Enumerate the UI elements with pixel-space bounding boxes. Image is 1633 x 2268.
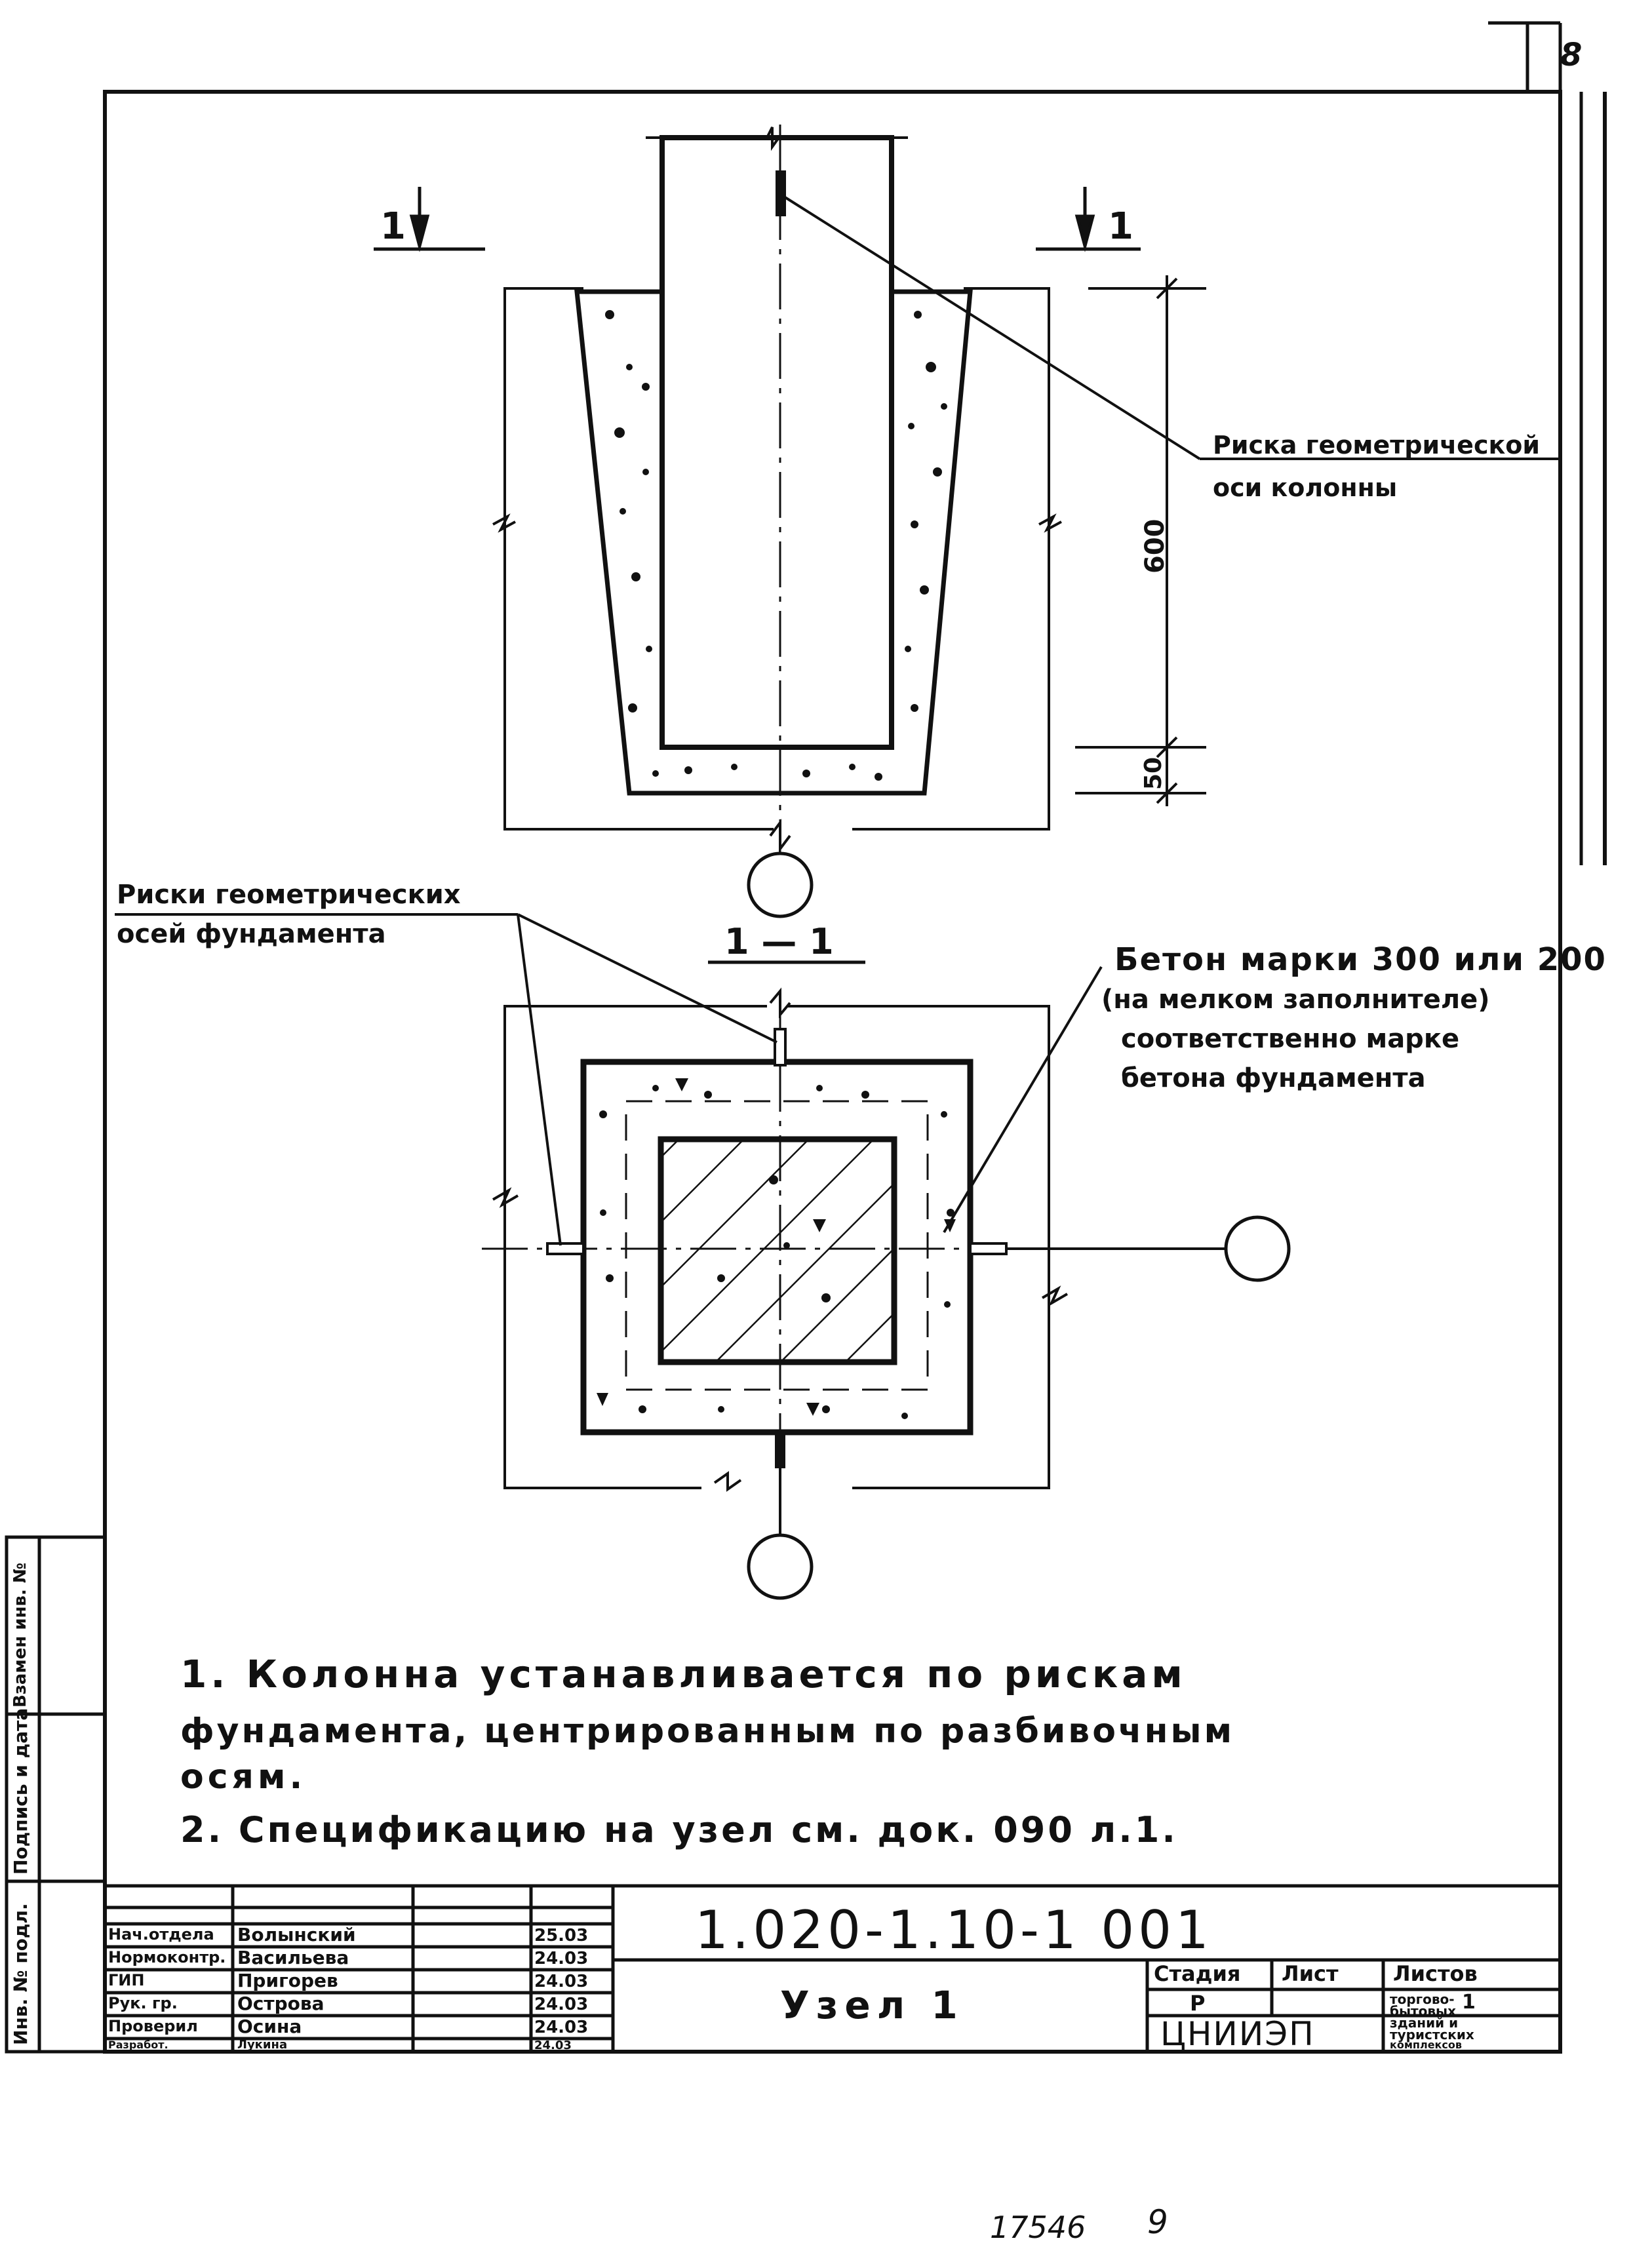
callout-concrete-4: бетона фундамента [1121, 1063, 1426, 1093]
side-stamp-inv: Инв. № подл. [10, 1903, 31, 2045]
staff-name: Васильева [237, 1947, 349, 1968]
staff-name: Пригорев [237, 1970, 338, 1991]
axis-bubble-right [1224, 1215, 1291, 1282]
staff-role: ГИП [108, 1971, 145, 1989]
foundation-outline [492, 287, 1062, 831]
section-mark-right: 1 [1108, 205, 1133, 248]
note-line-1: 1. Колонна устанавливается по рискам [180, 1652, 1187, 1696]
dimension-50: 50 [1140, 756, 1167, 790]
callout-concrete-2: (на мелком заполнителе) [1101, 985, 1490, 1015]
sheet-header: Лист [1282, 1961, 1339, 1986]
callout-foundation-axes-1: Риски геометрических [117, 880, 461, 910]
staff-name: Острова [237, 1993, 325, 2014]
staff-role: Нач.отдела [108, 1925, 214, 1944]
footer-inventory: 17546 [990, 2210, 1086, 2245]
org-desc-4: туристских [1390, 2027, 1474, 2043]
column-section [658, 1136, 897, 1365]
staff-date: 24.03 [534, 2018, 589, 2037]
sheets-value: 1 [1462, 1991, 1476, 2014]
staff-date: 24.03 [534, 1995, 589, 2014]
note-line-2: фундамента, центрированным по разбивочны… [180, 1711, 1235, 1751]
column [659, 135, 894, 750]
section-title: 1 — 1 [724, 921, 834, 962]
staff-date: 24.03 [534, 2039, 572, 2052]
side-stamp [5, 1535, 107, 2054]
title-block-grid [103, 1884, 1562, 2054]
axis-bubble-top [747, 851, 814, 918]
staff-role: Рук. гр. [108, 1994, 178, 2012]
org-desc-2: бытовых [1390, 2003, 1457, 2019]
staff-date: 24.03 [534, 1972, 589, 1991]
callout-concrete-3: соответственно марке [1121, 1024, 1460, 1054]
staff-name: Волынский [237, 1924, 356, 1945]
side-stamp-replace: Взамен инв. № [10, 1562, 30, 1708]
section-marker-right [1036, 187, 1141, 252]
callout-foundation-axes-2: осей фундамента [117, 919, 386, 949]
org-logo: ЦНИИЭП [1160, 2015, 1315, 2053]
axis-mark-top [776, 170, 786, 216]
staff-role: Разработ. [108, 2039, 168, 2051]
section-mark-left: 1 [380, 205, 406, 248]
staff-name: Лукина [237, 2038, 288, 2052]
org-desc-3: зданий и [1390, 2015, 1459, 2031]
footer-page: 9 [1147, 2203, 1168, 2241]
stage-header: Стадия [1154, 1961, 1241, 1986]
stage-value: Р [1190, 1991, 1206, 2016]
note-line-4: 2. Спецификацию на узел см. док. 090 л.1… [180, 1809, 1178, 1850]
staff-name: Осина [237, 2016, 302, 2037]
staff-role: Проверил [108, 2017, 198, 2035]
sheet-number: 8 [1560, 37, 1583, 73]
doc-code: 1.020-1.10-1 001 [695, 1900, 1213, 1961]
note-line-3: осям. [180, 1757, 307, 1797]
node-title: Узел 1 [780, 1983, 964, 2027]
grout-speckles [605, 310, 947, 781]
org-desc-1: торгово- [1390, 1991, 1455, 2007]
dimension-600: 600 [1140, 518, 1170, 574]
callout-column-axis-2: оси колонны [1213, 473, 1398, 502]
sheets-header: Листов [1393, 1961, 1478, 1986]
section-marker-left [374, 187, 485, 252]
dimension-lines [1075, 275, 1206, 806]
staff-role: Нормоконтр. [108, 1948, 226, 1966]
section-plan [115, 913, 1291, 1600]
staff-date: 24.03 [534, 1949, 589, 1968]
socket-elevation [374, 125, 1560, 918]
callout-concrete-1: Бетон марки 300 или 200 [1114, 941, 1607, 978]
axis-bubble-bottom [747, 1533, 814, 1600]
staff-date: 25.03 [534, 1926, 589, 1945]
org-desc-5: комплексов [1390, 2039, 1463, 2051]
callout-column-axis-1: Риска геометрической [1213, 431, 1540, 459]
side-stamp-sign: Подпись и дата [10, 1708, 31, 1875]
